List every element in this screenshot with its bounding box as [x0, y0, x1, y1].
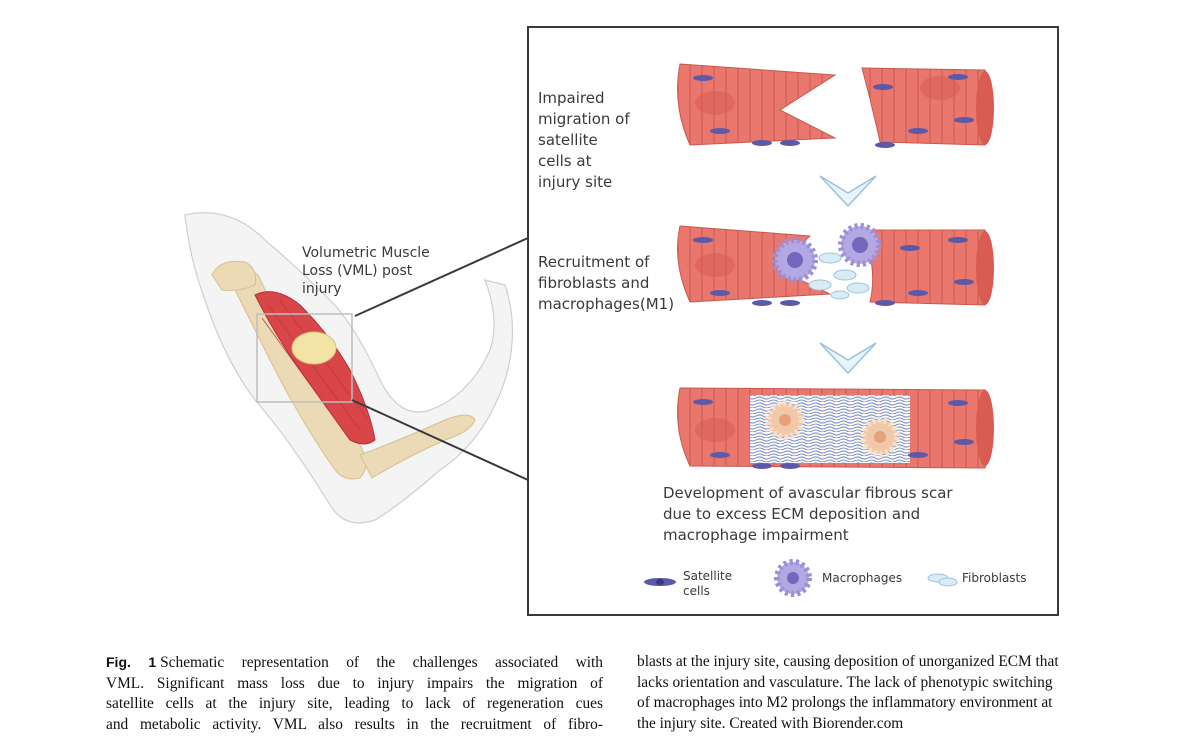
caption-line: blasts at the injury site, causing depos…: [637, 652, 1134, 673]
legend-macrophages-label: Macrophages: [822, 571, 902, 585]
caption-line: the injury site. Created with Biorender.…: [637, 714, 1134, 735]
caption-line: satellite cells at the injury site, lead…: [106, 694, 603, 715]
macrophage-cell: [841, 226, 879, 264]
caption-right-column: blasts at the injury site, causing depos…: [637, 652, 1134, 734]
caption-line: and metabolic activity. VML also results…: [106, 715, 603, 736]
figure-illustration: Volumetric Muscle Loss (VML) post injury…: [0, 0, 1179, 640]
fiber-end-cap: [976, 390, 994, 466]
fiber-shading: [695, 418, 735, 442]
legend-fibroblasts-label: Fibroblasts: [962, 571, 1027, 585]
m2-macrophage-cell: [768, 403, 802, 437]
macrophage-cell: [775, 240, 815, 280]
m2-macrophage-cell: [863, 420, 897, 454]
fiber-shading: [695, 91, 735, 115]
caption-line: lacks orientation and vasculature. The l…: [637, 673, 1134, 694]
caption-line: of macrophages into M2 prolongs the infl…: [637, 693, 1134, 714]
fiber-end-cap: [976, 231, 994, 305]
macrophage-icon: [777, 562, 809, 594]
figure-label: Fig. 1: [106, 654, 156, 670]
vml-lesion: [292, 332, 336, 364]
fiber-end-cap: [976, 71, 994, 145]
fiber-shading: [695, 253, 735, 277]
caption-line: VML. Significant mass loss due to injury…: [106, 674, 603, 695]
arm-illustration: Volumetric Muscle Loss (VML) post injury: [185, 213, 528, 523]
satellite-cell-icon: [644, 578, 676, 586]
stage-2-label: Recruitment of fibroblasts and macrophag…: [538, 253, 674, 313]
